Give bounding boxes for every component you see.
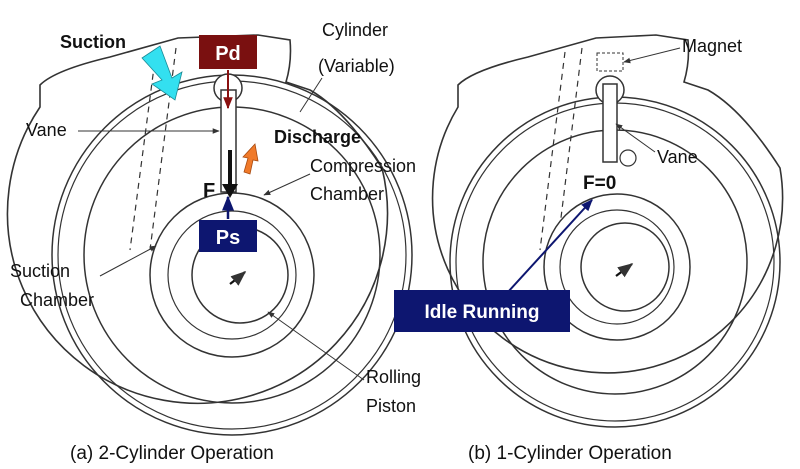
caption-left: (a) 2-Cylinder Operation <box>70 443 274 464</box>
suction-chamber-label-1: Suction <box>10 261 70 281</box>
ps-box <box>199 220 257 252</box>
magnet-leader <box>623 47 681 64</box>
rolling-piston-inner-right <box>559 209 675 325</box>
cylinder-leader <box>299 77 323 113</box>
vane-label: Vane <box>26 120 67 140</box>
magnet-label: Magnet <box>682 36 742 56</box>
idle-running-box <box>394 290 570 332</box>
force-zero-label: F=0 <box>583 173 616 194</box>
pd-label: Pd <box>215 43 241 65</box>
suction-port-line-4 <box>556 47 583 251</box>
rolling-piston-leader <box>267 311 365 381</box>
compression-label-1: Compression <box>310 156 416 176</box>
discharge-label: Discharge <box>274 127 361 147</box>
rolling-piston-inner-left <box>167 210 297 340</box>
diagram-2-cylinder: Pd Ps F Suction Cylinder (Variable) Vane… <box>6 20 421 464</box>
suction-chamber-leader <box>99 245 157 277</box>
discharge-arrow-icon <box>242 143 259 175</box>
diagram-1-cylinder: Idle Running Magnet Vane F=0 (b) 1-Cylin… <box>394 34 784 464</box>
housing-outline-left <box>6 34 389 405</box>
compression-label-2: Chamber <box>310 184 384 204</box>
suction-arrow-icon <box>141 45 183 101</box>
rolling-piston-label-2: Piston <box>366 396 416 416</box>
caption-right: (b) 1-Cylinder Operation <box>468 443 672 464</box>
suction-port-line-1 <box>129 51 157 251</box>
suction-label: Suction <box>60 32 126 52</box>
suction-chamber-label-2: Chamber <box>20 290 94 310</box>
cylinder-label-2: (Variable) <box>318 56 395 76</box>
vane-right <box>602 83 618 163</box>
rotation-arrow-icon <box>229 270 247 286</box>
magnet-box <box>596 52 624 72</box>
force-arrow-head <box>222 184 238 198</box>
force-label: F <box>203 180 215 202</box>
shaft-right <box>580 222 670 312</box>
idle-running-label: Idle Running <box>424 302 539 323</box>
suction-port-line-3 <box>539 51 566 251</box>
cylinder-label-1: Cylinder <box>322 20 388 40</box>
compression-leader <box>263 173 311 196</box>
rolling-piston-label-1: Rolling <box>366 367 421 387</box>
vane-relief-right <box>619 149 637 167</box>
vane-leader-right <box>615 123 656 153</box>
vane-label-right: Vane <box>657 147 698 167</box>
ps-label: Ps <box>216 227 240 249</box>
pd-box <box>199 35 257 69</box>
rotation-arrow-right-icon <box>615 263 634 278</box>
idle-arrow <box>507 199 593 293</box>
